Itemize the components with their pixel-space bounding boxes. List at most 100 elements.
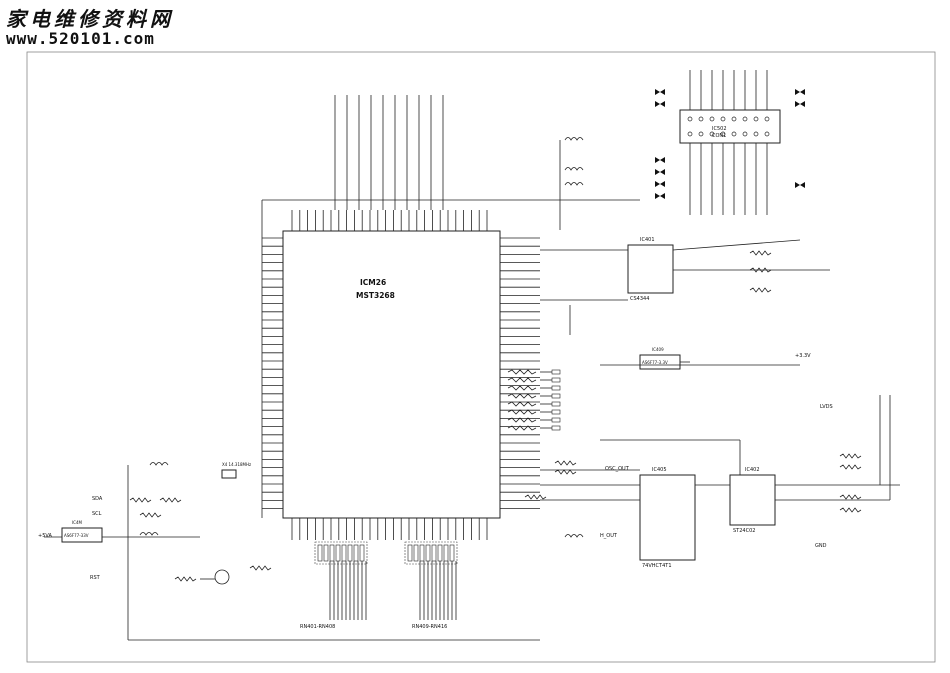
ic-u4-ref: IC409 (652, 347, 664, 352)
resistor-symbol (159, 497, 182, 503)
ic-u5-label: AS6F77-33V (64, 533, 89, 538)
resistor-element (353, 544, 359, 562)
port-flag (551, 393, 561, 399)
esd-diodes (655, 89, 805, 199)
port-flag (551, 409, 561, 415)
diode-symbol (655, 181, 665, 187)
resistor-symbol (507, 417, 537, 423)
ic-u4-label: AS6F77-3.3V (642, 360, 668, 365)
resistor-symbol (749, 250, 772, 256)
connector-pin (698, 131, 704, 137)
port-flag (551, 385, 561, 391)
resistor-element (359, 544, 365, 562)
resistor-element (443, 544, 449, 562)
resistor-symbol (249, 565, 272, 571)
net-3v3: +3.3V (795, 353, 811, 359)
ic-u2-ref: IC405 (652, 467, 667, 473)
diode-symbol (795, 101, 805, 107)
ic-u2-label: 74VHCT4T1 (642, 563, 672, 569)
ferrite-bead (564, 534, 584, 538)
ic-u6-ref: IC502 (712, 126, 727, 132)
ferrite-bead (564, 182, 584, 186)
diode-symbol (655, 89, 665, 95)
ic-u6-label: CON1 (712, 133, 726, 139)
resistor-symbol (129, 497, 152, 503)
main-ic-model: MST3268 (356, 291, 395, 300)
transistor (214, 569, 230, 585)
resistor-symbol (839, 453, 862, 459)
resistor-networks (314, 541, 458, 620)
main-ic-body (282, 230, 501, 519)
connector-pin (709, 116, 715, 122)
net-rst: RST (90, 575, 101, 581)
ic-u3-body (729, 474, 776, 526)
wire (672, 239, 801, 251)
resistor-symbol (839, 507, 862, 513)
connector-pin (687, 131, 693, 137)
ic-u3-ref: IC402 (745, 467, 760, 473)
connector-pin (687, 116, 693, 122)
resistor-symbol (554, 460, 577, 466)
connector-pin (698, 116, 704, 122)
port-flag (551, 401, 561, 407)
resistor-symbol (507, 385, 537, 391)
main-ic-left-pins (262, 237, 283, 510)
connector-pin (742, 131, 748, 137)
diode-symbol (795, 182, 805, 188)
diode-symbol (655, 169, 665, 175)
ferrite-bead (564, 167, 584, 171)
resistor-symbol (524, 494, 547, 500)
rnet-right-label: RN409-RN416 (412, 624, 447, 630)
ferrite-bead (149, 462, 169, 466)
data-resistor-array (507, 369, 561, 431)
diode-symbol (655, 157, 665, 163)
resistor-element (437, 544, 443, 562)
site-url: www.520101.com (6, 29, 155, 48)
resistor-element (317, 544, 323, 562)
net-gnd: GND (815, 543, 827, 549)
port-flag (551, 377, 561, 383)
resistor-symbol (139, 512, 162, 518)
crystal (221, 469, 237, 479)
resistor-symbol (507, 401, 537, 407)
main-ic-bottom-pins (291, 518, 488, 540)
resistor-symbol (554, 469, 577, 475)
diode-symbol (795, 89, 805, 95)
resistor-network-outline (404, 541, 458, 565)
net-sda: SDA (92, 496, 103, 502)
ic-u2-body (639, 474, 696, 561)
resistor-network-outline (314, 541, 368, 565)
ferrite-bead (139, 532, 159, 536)
crystal-label: X4 14.318MHz (222, 462, 251, 467)
connector-pin (753, 116, 759, 122)
port-flag (551, 417, 561, 423)
main-ic-right-pins (500, 237, 540, 510)
main-ic-name: ICM26 (360, 278, 386, 287)
connector-pin (720, 116, 726, 122)
connector-pin (709, 131, 715, 137)
resistor-element (335, 544, 341, 562)
resistor-element (323, 544, 329, 562)
rnet-left-label: RN401-RN408 (300, 624, 335, 630)
net-5v: +5VA (38, 533, 52, 539)
resistor-symbol (507, 377, 537, 383)
connector-pin (764, 116, 770, 122)
net-lvds: LVDS (820, 404, 833, 410)
ic-u5-body (61, 527, 103, 543)
resistor-symbol (507, 425, 537, 431)
resistor-symbol (839, 464, 862, 470)
resistor-symbol (749, 287, 772, 293)
main-ic-top-pins (291, 95, 488, 231)
resistor-element (407, 544, 413, 562)
resistor-symbol (507, 409, 537, 415)
connector-pin (731, 116, 737, 122)
net-scl: SCL (92, 511, 102, 517)
diode-symbol (655, 101, 665, 107)
port-flag (551, 425, 561, 431)
resistor-element (425, 544, 431, 562)
resistor-element (329, 544, 335, 562)
ic-u5-ref: IC4M (72, 520, 83, 525)
resistor-element (419, 544, 425, 562)
connector-pin (764, 131, 770, 137)
port-flag (551, 369, 561, 375)
